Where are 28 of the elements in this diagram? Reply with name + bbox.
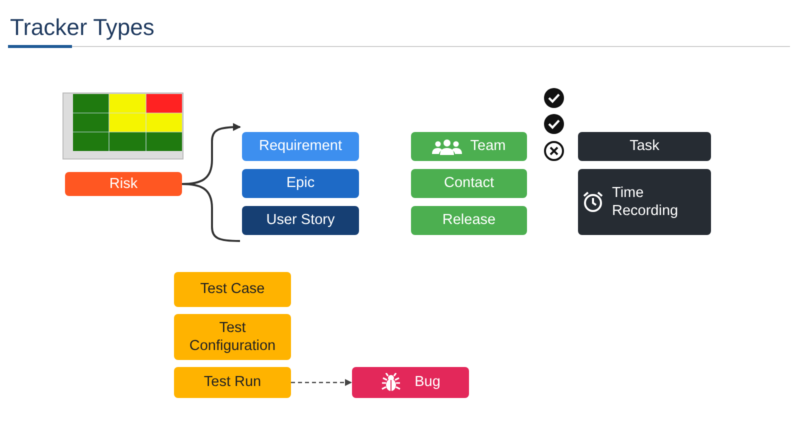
box-label: Test Configuration [188, 318, 277, 356]
page-title: Tracker Types [10, 14, 154, 41]
box-label: Requirement [258, 137, 342, 156]
tracker-box [242, 206, 359, 235]
box-label: Task [630, 137, 660, 156]
tracker-box [65, 172, 182, 196]
box-label: Test Run [204, 373, 262, 392]
tracker-box [578, 132, 711, 161]
box-label: Time Recording [612, 184, 680, 220]
tracker-box [578, 169, 711, 235]
box-label: Bug [414, 373, 440, 392]
box-label: Epic [286, 174, 315, 193]
arrow [291, 379, 352, 386]
tracker-box [174, 272, 291, 307]
box-label: Team [470, 137, 506, 156]
box-label: Contact [444, 174, 494, 193]
box-label: User Story [266, 211, 335, 230]
tracker-box [352, 367, 469, 398]
box-label: Test Case [200, 280, 265, 299]
tracker-box [242, 132, 359, 161]
tracker-box [411, 206, 527, 235]
box-label: Risk [109, 174, 138, 194]
tracker-box [174, 367, 291, 398]
tracker-box [242, 169, 359, 198]
tracker-box [174, 314, 291, 360]
tracker-box [411, 169, 527, 198]
box-label: Release [442, 211, 496, 230]
tracker-box [411, 132, 527, 161]
